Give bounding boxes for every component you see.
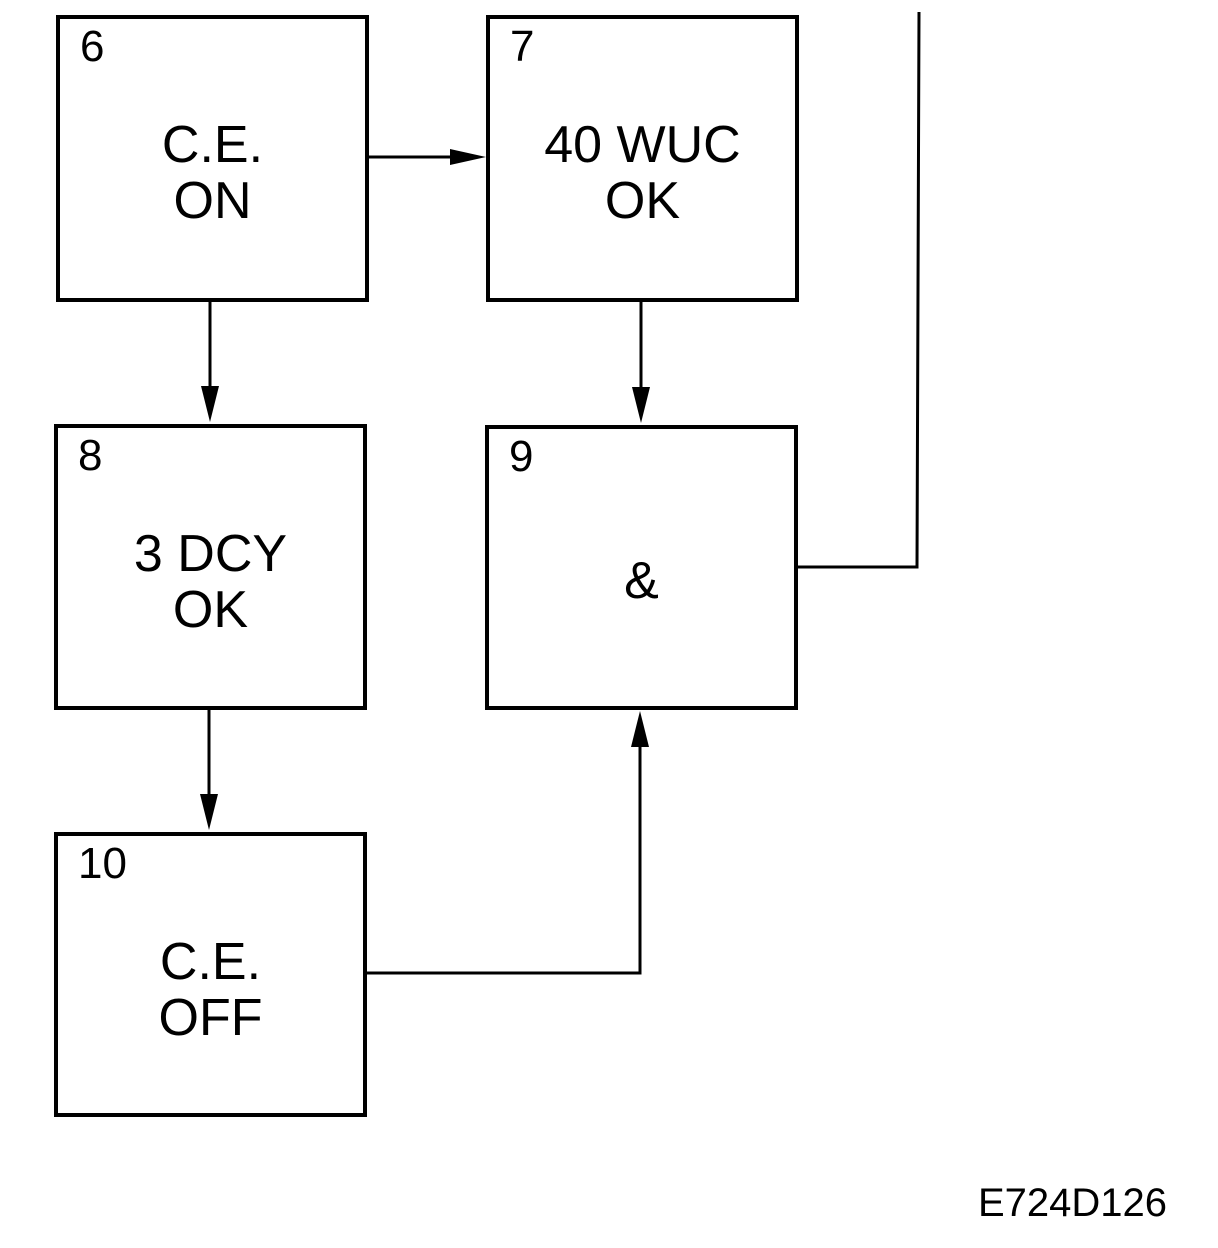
- block-label: C.E. OFF: [58, 934, 363, 1046]
- block-10: 10 C.E. OFF: [54, 832, 367, 1117]
- arrow-7-to-9: [632, 302, 650, 423]
- line-9-to-off-page: [798, 11, 921, 569]
- block-label-line: OK: [604, 172, 681, 230]
- arrow-10-to-9: [367, 711, 649, 975]
- block-label-line: 40 WUC: [544, 116, 741, 174]
- block-label-line: ON: [173, 172, 252, 230]
- block-number: 7: [510, 22, 535, 71]
- block-number: 6: [80, 22, 105, 71]
- block-label: C.E. ON: [60, 117, 365, 229]
- block-label-line: 3 DCY: [133, 525, 288, 583]
- block-8: 8 3 DCY OK: [54, 424, 367, 710]
- block-number: 8: [78, 431, 103, 480]
- arrow-6-to-8: [201, 302, 219, 422]
- block-label: &: [489, 553, 794, 609]
- block-7: 7 40 WUC OK: [486, 15, 799, 302]
- block-number: 10: [78, 839, 127, 888]
- block-label-line: C.E.: [161, 116, 264, 174]
- block-label: 40 WUC OK: [490, 117, 795, 229]
- block-label-line: &: [624, 552, 659, 610]
- block-number: 9: [509, 432, 534, 481]
- arrow-6-to-7: [369, 149, 486, 165]
- block-6: 6 C.E. ON: [56, 15, 369, 302]
- block-label-line: OK: [172, 581, 249, 639]
- block-label-line: C.E.: [159, 933, 262, 991]
- block-9: 9 &: [485, 425, 798, 710]
- arrow-8-to-10: [200, 710, 218, 830]
- figure-id: E724D126: [978, 1181, 1168, 1225]
- block-label-line: OFF: [158, 989, 263, 1047]
- block-label: 3 DCY OK: [58, 526, 363, 638]
